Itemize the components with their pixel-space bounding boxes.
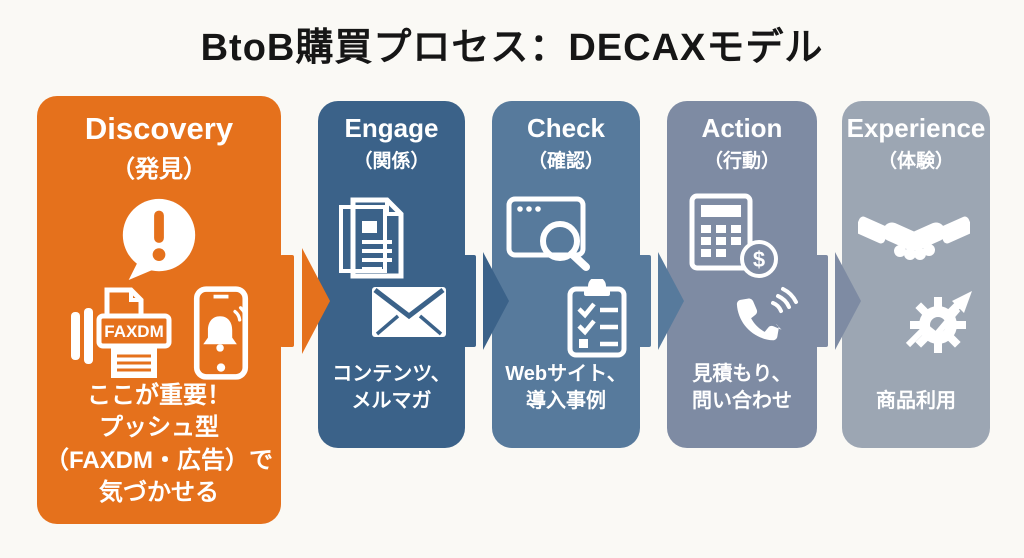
stage-description: ここが重要！ プッシュ型 （FAXDM・広告）で 気づかせる [45, 382, 273, 507]
stage-name: Action [701, 113, 783, 143]
stage-name-ja: （発見） [111, 156, 207, 184]
stage-name: Discovery [84, 111, 234, 146]
arrow-action-to-experience [815, 248, 865, 354]
stage-name: Engage [344, 113, 439, 143]
stage-name: Experience [846, 113, 986, 143]
stage-action: Action （行動） $ 見積もり、 [667, 101, 817, 448]
envelope-icon [370, 285, 448, 339]
dollar-symbol: $ [753, 247, 765, 272]
stage-description: 商品利用 [876, 389, 956, 412]
stage-name: Check [526, 113, 606, 143]
checklist-clipboard-icon [566, 278, 628, 359]
arrow-check-to-action [638, 248, 688, 354]
gear-growth-icon [900, 283, 976, 359]
fax-label: FAXDM [104, 322, 164, 341]
arrow-engage-to-check [463, 248, 513, 354]
stage-discovery: Discovery （発見） FAXDM [37, 96, 281, 524]
stage-name-ja: （確認） [527, 150, 604, 172]
stage-experience: Experience （体験） [842, 101, 990, 448]
stage-name-ja: （体験） [877, 150, 954, 172]
phone-call-icon [727, 283, 799, 355]
stage-description: コンテンツ、 メルマガ [332, 363, 451, 412]
browser-search-icon [506, 195, 590, 271]
document-icon [338, 197, 408, 281]
exclamation-speech-bubble-icon [115, 194, 203, 282]
stage-description: Webサイト、 導入事例 [505, 363, 627, 412]
stage-name-ja: （関係） [353, 150, 430, 172]
calculator-dollar-icon: $ [689, 193, 781, 281]
fax-dm-machine-icon: FAXDM [69, 286, 173, 380]
stage-description: 見積もり、 問い合わせ [692, 363, 792, 412]
page-title: BtoB購買プロセス：DECAXモデル [200, 27, 824, 69]
stage-check: Check （確認） [492, 101, 640, 448]
stage-name-ja: （行動） [703, 150, 780, 172]
stage-engage: Engage （関係） コンテンツ、 メルマガ [318, 101, 465, 448]
handshake-icon [858, 205, 970, 269]
arrow-discovery-to-engage [280, 248, 330, 354]
smartphone-notification-icon [193, 286, 249, 380]
